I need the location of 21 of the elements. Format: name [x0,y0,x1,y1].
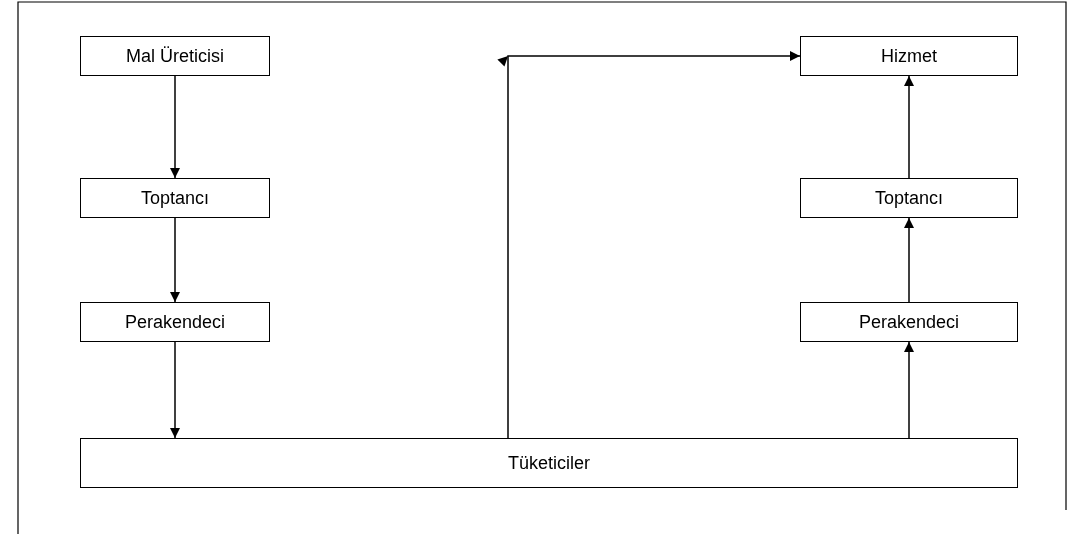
process-box [80,438,1018,488]
process-box [80,36,270,76]
box-label: Toptancı [874,187,943,209]
process-box [80,178,270,218]
arrow [497,51,801,439]
process-box [800,36,1018,76]
process-box [80,302,270,342]
arrow [170,341,180,439]
box-label: Hizmet [881,45,937,67]
box-label: Mal Üreticisi [126,45,224,67]
box-label: Perakendeci [858,311,960,333]
box-label: Toptancı [140,187,209,209]
box-label: Perakendeci [124,311,226,333]
arrow [170,75,180,179]
arrow [904,217,914,303]
box-label: Tüketiciler [508,452,590,474]
arrow [170,217,180,303]
arrow [904,341,914,439]
process-box [800,302,1018,342]
arrow [904,75,914,179]
process-box [800,178,1018,218]
